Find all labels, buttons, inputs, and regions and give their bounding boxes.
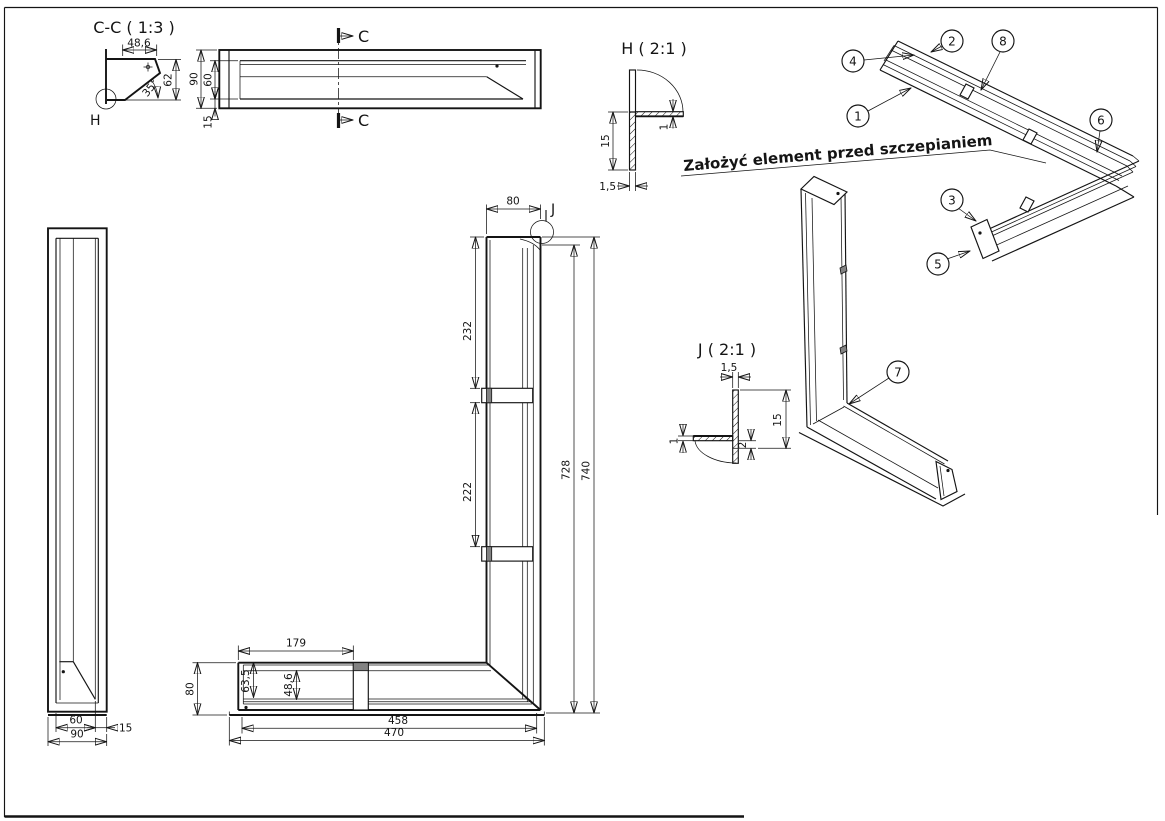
dim-j-wall: 1,5 <box>721 362 738 374</box>
detail-j-title: J ( 2:1 ) <box>697 340 756 359</box>
dim-side-inner: 60 <box>69 715 82 727</box>
dim-front-tab-pos: 179 <box>286 638 306 650</box>
svg-text:3: 3 <box>948 194 956 208</box>
sheet-border <box>3 6 1159 818</box>
detail-h-label: H <box>90 113 101 129</box>
dim-front-top-width: 80 <box>506 196 519 208</box>
svg-text:6: 6 <box>1097 114 1105 128</box>
svg-text:7: 7 <box>894 366 902 380</box>
assembly-note-text: Założyć element przed szczepianiem <box>683 131 993 175</box>
dim-front-inner-height: 728 <box>561 460 573 480</box>
iso-assembly-view <box>879 40 1140 262</box>
balloon-callouts: 1 2 3 4 5 6 7 8 <box>841 29 1113 404</box>
dim-front-seg-top: 232 <box>462 321 474 341</box>
dim-front-seg-mid: 222 <box>462 482 474 502</box>
detail-h-title: H ( 2:1 ) <box>621 39 687 58</box>
dim-top-flange: 15 <box>203 115 215 128</box>
section-label-bottom: C <box>358 111 369 130</box>
balloon-7: 7 <box>886 360 910 384</box>
dim-front-486: 48,6 <box>283 673 295 697</box>
detail-h-marker <box>95 88 117 110</box>
svg-text:8: 8 <box>999 35 1007 49</box>
detail-h-view: H ( 2:1 ) 15 1 1,5 <box>599 39 686 193</box>
svg-text:5: 5 <box>934 258 942 272</box>
front-view: J 80 232 222 728 740 179 80 <box>185 196 600 746</box>
cross-tab <box>481 387 534 404</box>
side-view: 60 15 90 <box>47 227 132 746</box>
dim-h-flange: 1 <box>659 124 671 131</box>
detail-j-view: J ( 2:1 ) 1,5 1 2 15 <box>669 340 791 464</box>
dim-j-step: 2 <box>737 442 749 449</box>
dim-front-635: 63,5 <box>240 669 252 692</box>
balloon-2: 2 <box>940 29 964 53</box>
top-view: C C 90 60 15 <box>189 27 542 130</box>
dim-side-flange: 15 <box>119 723 132 735</box>
dim-front-overall-len: 470 <box>384 727 404 739</box>
section-cc-title: C-C ( 1:3 ) <box>93 18 175 37</box>
dim-cc-width: 48,6 <box>127 38 151 50</box>
section-cc-view: C-C ( 1:3 ) 48,6 62 35° H <box>90 18 181 129</box>
svg-text:1: 1 <box>854 110 862 124</box>
section-label-top: C <box>358 27 369 46</box>
dim-cc-height: 62 <box>163 73 175 86</box>
cross-tab <box>481 546 534 562</box>
balloon-3: 3 <box>940 188 964 212</box>
dim-h-wall: 1,5 <box>599 181 616 193</box>
detail-j-label: J <box>550 202 555 218</box>
dim-j-depth: 15 <box>772 413 784 426</box>
balloon-8: 8 <box>991 29 1015 53</box>
iso-frame-view <box>798 175 966 507</box>
svg-text:4: 4 <box>849 55 857 69</box>
balloon-6: 6 <box>1089 108 1113 132</box>
dim-front-overall-height: 740 <box>581 461 593 481</box>
dim-front-inner-len: 458 <box>388 715 408 727</box>
dim-front-bottom-height: 80 <box>185 682 197 695</box>
cross-tab <box>352 662 369 711</box>
balloon-5: 5 <box>926 252 950 276</box>
assembly-note: Założyć element przed szczepianiem <box>680 131 1047 177</box>
dim-h-depth: 15 <box>600 134 612 147</box>
dim-j-flange: 1 <box>669 438 681 445</box>
dim-top-overall: 90 <box>189 72 201 85</box>
svg-text:2: 2 <box>948 35 956 49</box>
balloon-1: 1 <box>846 104 870 128</box>
dim-side-overall: 90 <box>70 729 83 741</box>
detail-j-marker <box>530 220 554 244</box>
balloon-4: 4 <box>841 49 865 73</box>
dim-top-inner: 60 <box>203 73 215 86</box>
